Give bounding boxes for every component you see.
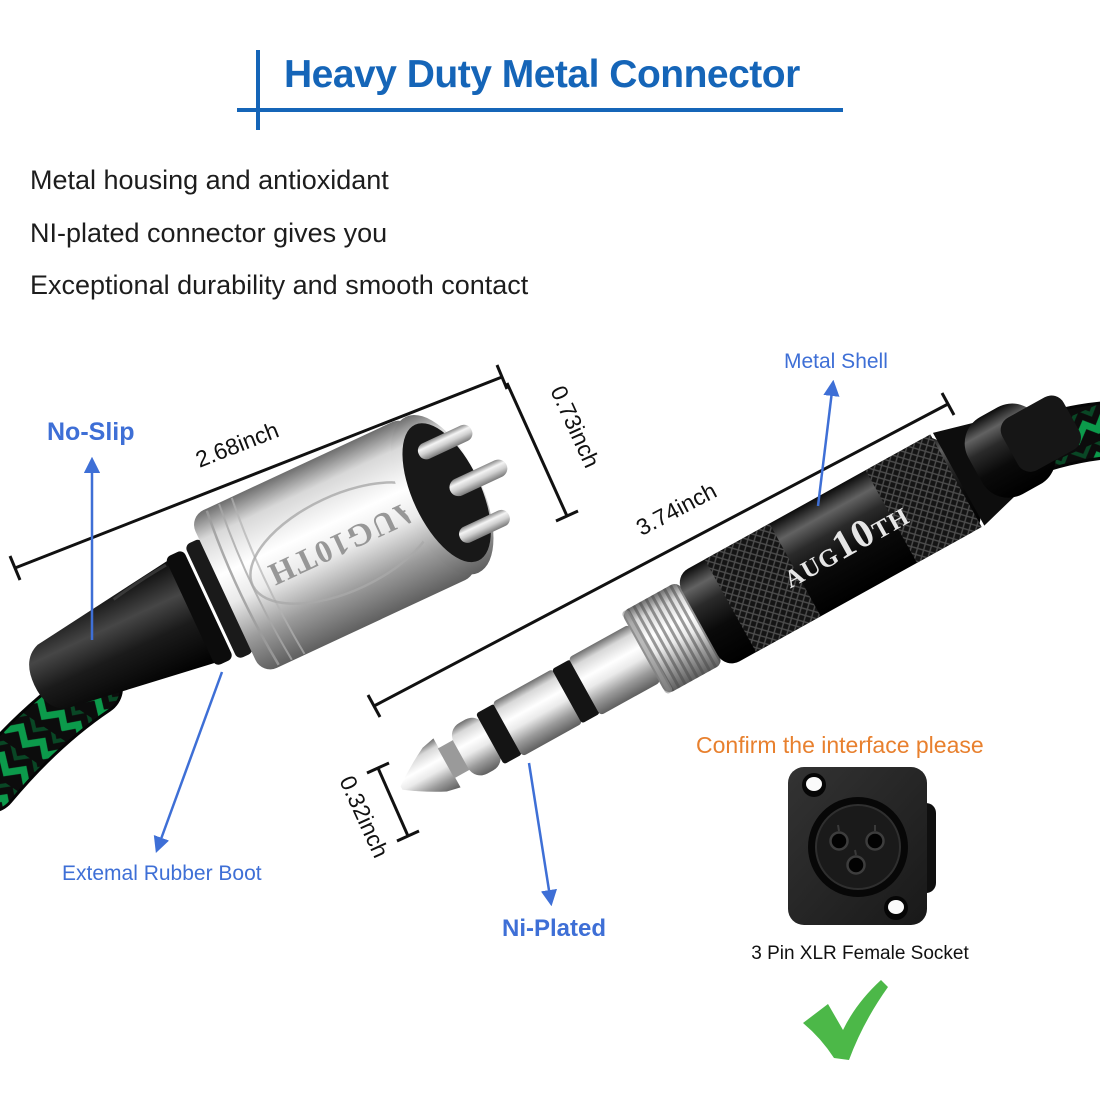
trs-insulator-ring-2	[552, 660, 600, 723]
xlr-diameter-label: 0.73inch	[545, 382, 605, 472]
check-icon	[803, 980, 888, 1060]
trs-sleeve-1	[493, 670, 582, 756]
measure-tip-size	[366, 761, 420, 843]
xlr-pin-3	[459, 509, 510, 543]
socket-caption: 3 Pin XLR Female Socket	[751, 943, 969, 964]
trs-strain-relief	[1000, 395, 1081, 472]
title-rules	[237, 50, 843, 130]
trs-knurled-nut	[622, 584, 721, 694]
trs-tip	[400, 738, 461, 792]
trs-connector: AUG10TH	[400, 395, 1081, 792]
metal-shell-arrow	[816, 379, 840, 507]
title-underline	[237, 108, 843, 112]
description-line-1: Metal housing and antioxidant	[30, 165, 389, 195]
description-line-3: Exceptional durability and smooth contac…	[30, 270, 529, 300]
trs-knurl-band-2	[865, 434, 982, 563]
xlr-boot-collar	[166, 551, 232, 665]
trs-shell-taper	[932, 422, 1015, 526]
xlr-female-socket	[788, 767, 936, 925]
xlr-length-label: 2.68inch	[192, 417, 282, 473]
socket-screw-hole-bottom	[884, 896, 908, 920]
xlr-connector: AUG10TH	[29, 415, 510, 709]
confirm-interface-heading: Confirm the interface please	[696, 732, 984, 758]
xlr-pin-2	[449, 459, 508, 497]
title-vertical-rule	[256, 50, 260, 130]
callout-arrows	[83, 379, 840, 907]
metal-shell-label: Metal Shell	[784, 350, 888, 373]
socket-screw-hole-top	[802, 773, 826, 797]
rubber-boot-label: Extemal Rubber Boot	[62, 862, 262, 885]
measure-xlr-diameter	[505, 382, 579, 523]
page-title: Heavy Duty Metal Connector	[284, 53, 800, 96]
socket-inner-face	[815, 804, 901, 890]
xlr-chuck-ring	[186, 539, 253, 658]
trs-tip-ball	[451, 717, 501, 776]
measurement-lines	[8, 364, 956, 843]
description-line-2: NI-plated connector gives you	[30, 218, 388, 248]
trs-knurl-band-1	[704, 523, 821, 653]
measure-xlr-length	[8, 364, 509, 581]
trs-tip-neck	[437, 739, 471, 779]
trs-insulator-ring-1	[476, 704, 522, 764]
xlr-pin-1	[417, 424, 473, 460]
ni-plated-arrow	[527, 762, 558, 907]
rubber-boot-arrow	[153, 671, 224, 854]
ni-plated-label: Ni-Plated	[502, 915, 607, 942]
trs-sleeve-2	[569, 625, 660, 715]
measure-trs-length	[366, 392, 956, 718]
no-slip-label: No-Slip	[47, 418, 135, 446]
socket-pin-holes	[829, 824, 885, 875]
xlr-rubber-boot	[29, 558, 220, 709]
